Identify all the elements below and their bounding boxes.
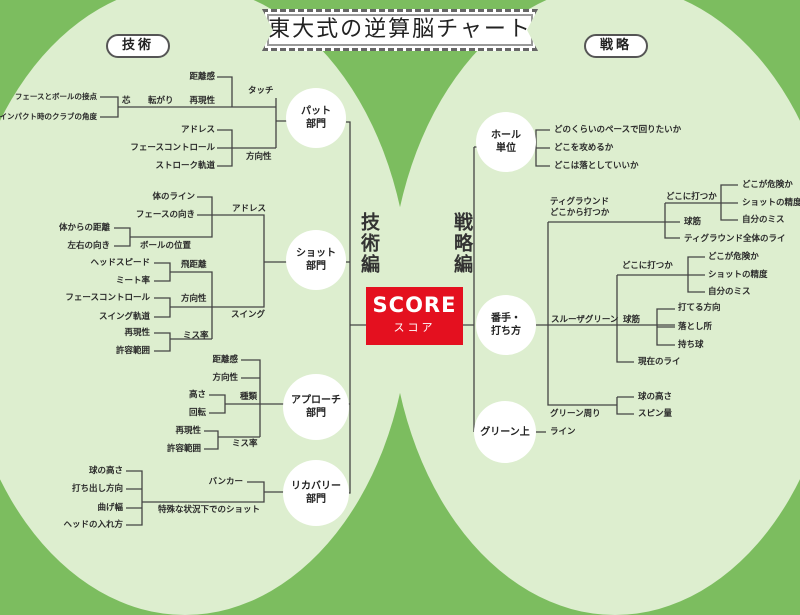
node: 方向性 — [212, 373, 238, 383]
node: 球の高さ — [88, 466, 123, 476]
node: どのくらいのペースで回りたいか — [554, 125, 682, 135]
node: フェースコントロール — [65, 293, 150, 303]
node: フェースの向き — [135, 210, 195, 220]
node: 許容範囲 — [166, 444, 201, 454]
score-subtitle: スコア — [393, 321, 436, 334]
node: ミート率 — [115, 276, 150, 286]
score-box: SCORE スコア — [366, 287, 463, 345]
hub-hole: ホール単位 — [476, 112, 536, 172]
node: グリーン周り — [550, 409, 601, 419]
node: 打てる方向 — [678, 303, 721, 313]
hub-shot: ショット部門 — [286, 230, 346, 290]
hub-label: アプローチ — [291, 395, 341, 406]
node: 現在のライ — [638, 357, 681, 367]
node: 球筋 — [684, 217, 702, 227]
node: スイング軌道 — [98, 312, 150, 322]
hub-label: 打ち方 — [491, 326, 521, 337]
node: 種類 — [240, 392, 258, 402]
node: 飛距離 — [181, 260, 207, 270]
node: 転がり — [148, 96, 174, 106]
node: タッチ — [248, 86, 274, 96]
node: 距離感 — [189, 72, 215, 82]
node: 再現性 — [175, 426, 201, 436]
node: どこが危険か — [708, 252, 759, 262]
node: ティグラウンドどこから打つか — [550, 197, 609, 219]
node: ショットの精度 — [708, 270, 768, 280]
node: 再現性 — [124, 328, 150, 338]
node: ストローク軌道 — [155, 161, 215, 171]
hub-recovery: リカバリー部門 — [283, 460, 349, 526]
strategy-section-label: 戦略編 — [451, 212, 473, 275]
node: 距離感 — [212, 355, 238, 365]
node: 回転 — [188, 408, 206, 418]
node: ボールの位置 — [140, 241, 192, 251]
node: 再現性 — [189, 96, 215, 106]
node: どこに打つか — [622, 261, 673, 271]
node: バンカー — [208, 477, 243, 487]
hub-label: パット — [301, 106, 331, 117]
technique-section-label: 技術編 — [358, 212, 380, 275]
chart-title: 東大式の逆算脳チャート — [262, 9, 538, 51]
node: スルーザグリーン — [551, 315, 619, 325]
score-title: SCORE — [372, 293, 457, 317]
hub-label: 部門 — [306, 119, 326, 130]
strategy-header: 戦略 — [584, 34, 648, 58]
hub-label: ショット — [296, 248, 336, 259]
node: どこが危険か — [742, 180, 793, 190]
hub-label: グリーン上 — [480, 426, 530, 438]
node: インパクト時のクラブの角度 — [0, 112, 97, 121]
hub-label: 部門 — [306, 261, 326, 272]
node: 左右の向き — [67, 241, 110, 251]
node-line: ティグラウンド — [550, 197, 609, 207]
node: 許容範囲 — [115, 346, 150, 356]
node: 方向性 — [246, 152, 272, 162]
node: ミス率 — [232, 439, 258, 449]
node: どこに打つか — [666, 192, 717, 202]
node: ヘッドスピード — [90, 258, 150, 268]
hub-club: 番手・打ち方 — [476, 295, 536, 355]
node: 方向性 — [181, 294, 207, 304]
node: どこを攻めるか — [554, 143, 614, 153]
hub-approach: アプローチ部門 — [283, 374, 349, 440]
hub-label: 番手・ — [491, 313, 521, 324]
node: 球の高さ — [638, 392, 673, 402]
node: 打ち出し方向 — [71, 484, 123, 494]
node: フェースコントロール — [130, 143, 215, 153]
node: ミス率 — [183, 331, 209, 341]
node: どこは落としていいか — [554, 161, 639, 171]
technique-header: 技術 — [106, 34, 170, 58]
node: 高さ — [188, 390, 206, 400]
node: ライン — [550, 427, 576, 437]
hub-putt: パット部門 — [286, 88, 346, 148]
node: 持ち球 — [678, 340, 704, 350]
node: 自分のミス — [742, 215, 785, 225]
node: ティグラウンド全体のライ — [684, 234, 786, 244]
hub-label: 単位 — [496, 143, 516, 154]
node: 自分のミス — [708, 287, 751, 297]
node: フェースとボールの接点 — [14, 92, 97, 101]
node: 体のライン — [152, 192, 195, 202]
node-line: どこから打つか — [550, 208, 610, 218]
node: 落とし所 — [678, 322, 713, 332]
node: 特殊な状況下でのショット — [158, 505, 261, 515]
hub-green: グリーン上 — [474, 401, 536, 463]
connector-lines — [100, 76, 738, 526]
node: スイング — [231, 310, 266, 320]
node: ヘッドの入れ方 — [63, 520, 123, 530]
hub-label: 部門 — [306, 408, 326, 419]
node: スピン量 — [638, 409, 673, 419]
hub-label: リカバリー — [291, 481, 341, 492]
node: 球筋 — [623, 315, 641, 325]
node: ショットの精度 — [742, 198, 800, 208]
hub-label: ホール — [491, 130, 521, 141]
node: 曲げ幅 — [97, 503, 123, 513]
node: 芯 — [122, 96, 131, 106]
hub-label: 部門 — [306, 494, 326, 505]
node: アドレス — [232, 204, 267, 214]
node: 体からの距離 — [58, 223, 110, 233]
node: アドレス — [180, 125, 215, 135]
